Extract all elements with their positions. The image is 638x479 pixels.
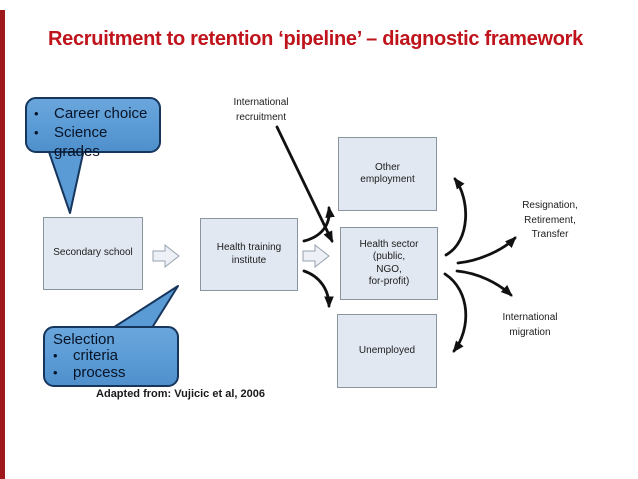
- callout-selection: Selection • criteria • process: [43, 326, 179, 387]
- slide-accent-bar: [0, 10, 5, 479]
- other-employment-box: Other employment: [338, 137, 437, 211]
- box-label: Other: [374, 161, 400, 173]
- secondary-school-box: Secondary school: [43, 217, 143, 290]
- bullet-icon: •: [53, 348, 58, 363]
- callout-item-label: Science grades: [54, 124, 108, 160]
- box-label: Secondary school: [53, 247, 133, 259]
- box-label: (public,: [372, 251, 406, 262]
- callout-item-label: criteria: [73, 347, 119, 364]
- box-label: institute: [231, 254, 267, 266]
- callout-item-label: Career choice: [54, 105, 148, 122]
- box-label: employment: [360, 174, 415, 185]
- callout-item: • Science grades: [34, 123, 155, 161]
- box-label: for-profit): [368, 276, 410, 287]
- bullet-icon: •: [34, 106, 39, 121]
- label-international-migration: International migration: [502, 312, 558, 338]
- health-training-institute-box: Health training institute: [200, 218, 298, 291]
- callout-item-label: process: [73, 363, 126, 381]
- unemployed-box: Unemployed: [337, 314, 437, 388]
- callout-heading: Selection: [53, 331, 115, 348]
- callout-bottom-tail-icon: [107, 285, 179, 332]
- callout-item: • process: [53, 363, 173, 382]
- box-label: Health training: [216, 242, 282, 253]
- callout-item: • Career choice: [34, 104, 155, 123]
- health-sector-box: Health sector (public, NGO, for-profit): [340, 227, 438, 300]
- label-international-recruitment: International recruitment: [233, 97, 289, 123]
- box-label: Health sector: [359, 238, 419, 250]
- callout-item: • criteria: [53, 347, 173, 365]
- box-label: NGO,: [376, 263, 402, 275]
- source-caption: Adapted from: Vujicic et al, 2006: [96, 388, 265, 400]
- slide-title: Recruitment to retention ‘pipeline’ – di…: [48, 28, 583, 50]
- box-label: Unemployed: [358, 344, 416, 356]
- bullet-icon: •: [34, 125, 39, 140]
- bullet-icon: •: [53, 364, 58, 380]
- callout-career-choice: • Career choice • Science grades: [25, 97, 161, 160]
- label-resignation-retirement-transfer: Resignation, Retirement, Transfer: [522, 200, 578, 240]
